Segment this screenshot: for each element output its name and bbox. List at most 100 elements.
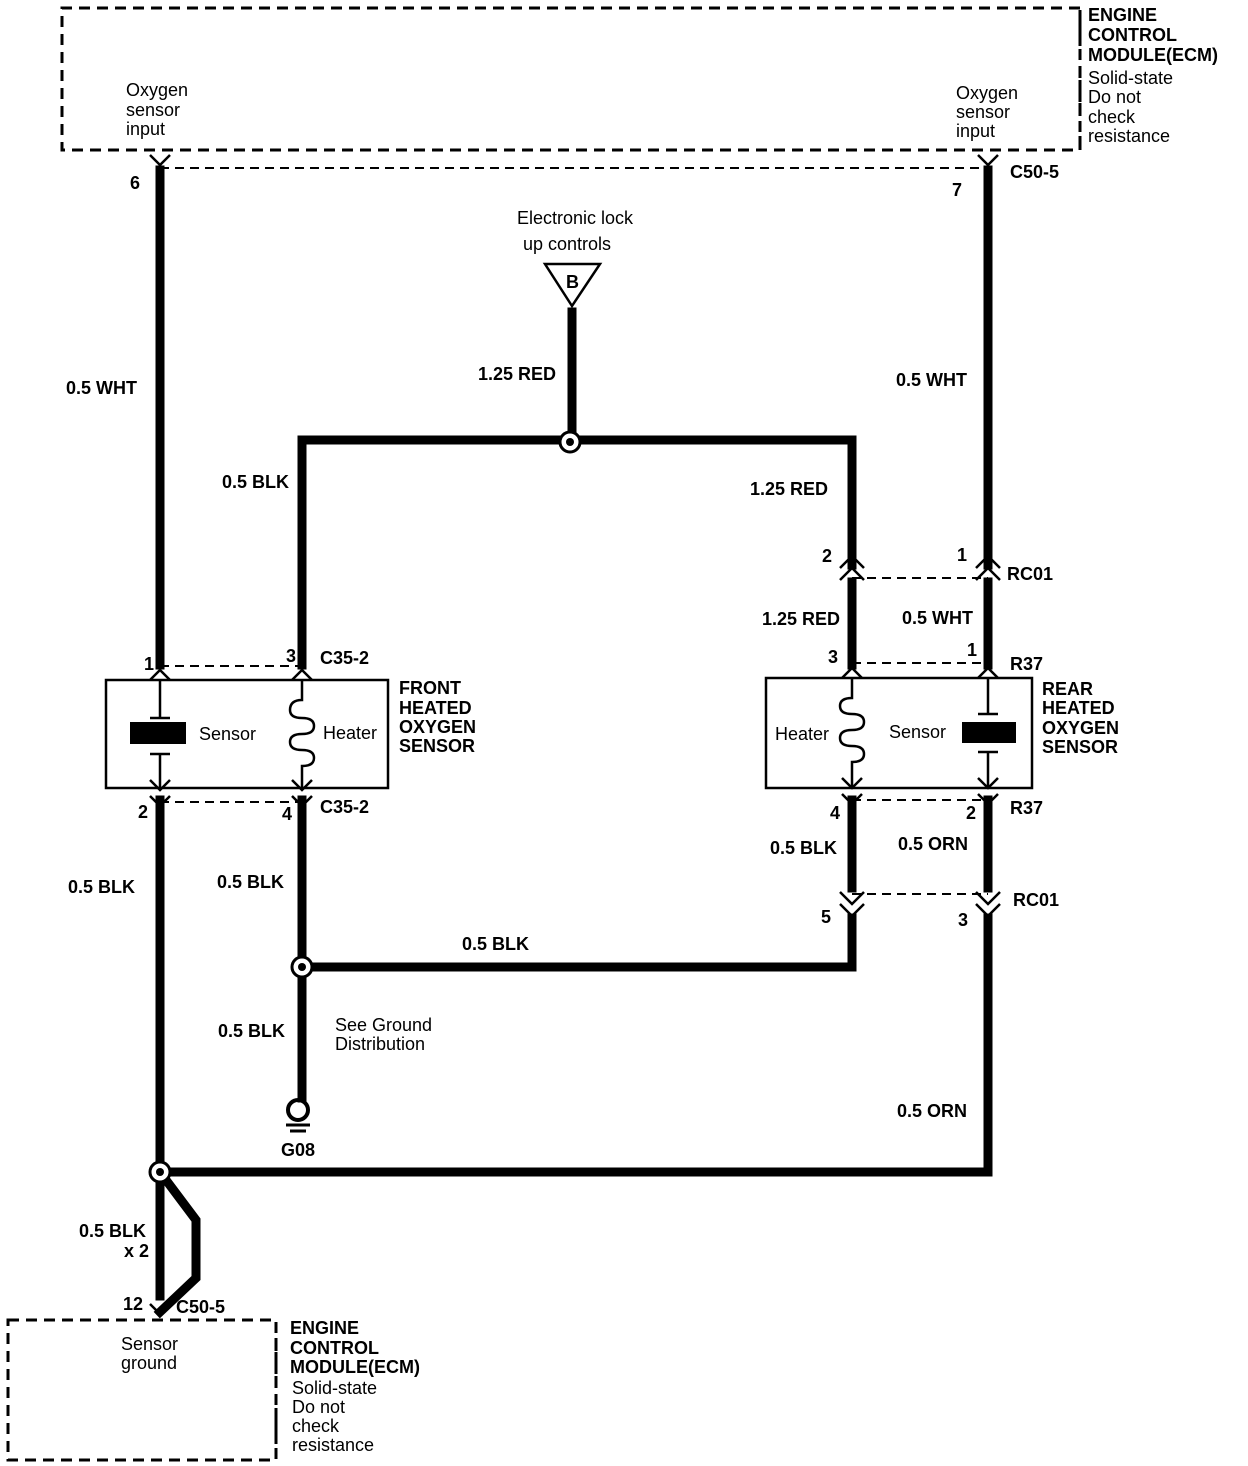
rc01-top-pin-2: 2 (822, 546, 832, 566)
front-sensor-pin-2-terminal (149, 752, 171, 808)
ground-note: See Ground Distribution (335, 1015, 432, 1054)
rear-sensor-connector-top: R37 (1010, 654, 1043, 674)
ecm-bottom-note-line: Do not (292, 1397, 345, 1417)
ecm-bottom-terminal-line: Sensor (121, 1334, 178, 1354)
rear-sensor-pin-4: 4 (830, 803, 840, 823)
rear-sensor-title-line: HEATED (1042, 698, 1115, 718)
front-heater-element (288, 668, 316, 808)
wire-label: 1.25 RED (478, 364, 556, 384)
wire-label: 0.5 WHT (902, 608, 973, 628)
rear-sensor-title: REAR HEATED OXYGEN SENSOR (1042, 679, 1119, 757)
front-sensor-pin-1: 1 (144, 654, 154, 674)
rear-sensor-connector-bottom: R37 (1010, 798, 1043, 818)
front-sensor-pin-3: 3 (286, 646, 296, 666)
wire-label: 1.25 RED (750, 479, 828, 499)
rear-sensor-pin-1: 1 (967, 640, 977, 660)
wire-twisted-pair (153, 1165, 201, 1319)
front-sensor-pin-4: 4 (282, 804, 292, 824)
wire-label: 0.5 ORN (898, 834, 968, 854)
ecm-top-title-line: CONTROL (1088, 25, 1177, 45)
front-sensor-title: FRONT HEATED OXYGEN SENSOR (399, 678, 476, 756)
rear-heater-label: Heater (775, 724, 829, 744)
ecm-top-left-input-line: sensor (126, 100, 180, 120)
front-heater-label: Heater (323, 723, 377, 743)
ecm-bottom-note-line: Solid-state (292, 1378, 377, 1398)
ecm-top-title: ENGINE CONTROL MODULE(ECM) (1088, 5, 1218, 65)
rc01-top-connector-id: RC01 (1007, 564, 1053, 584)
ecm-top-right-input-line: input (956, 121, 995, 141)
splice-sensor-ground-junction-dot (156, 1168, 164, 1176)
front-sensor-pin-2: 2 (138, 802, 148, 822)
ecm-top-left-input-label: Oxygen sensor input (126, 80, 188, 139)
ecm-top-note-line: resistance (1088, 126, 1170, 146)
ground-symbol-icon (286, 1098, 310, 1122)
ecm-top-pin-6-terminal (149, 154, 171, 167)
rear-sensor-title-line: OXYGEN (1042, 718, 1119, 738)
splice-red-junction-dot (566, 438, 574, 446)
wire-ground-crossover (297, 913, 857, 972)
wire-label: 0.5 WHT (896, 370, 967, 390)
wire-label: 0.5 BLK (217, 872, 284, 892)
ecm-top-outline (60, 6, 1082, 152)
wire-label: 0.5 BLK (222, 472, 289, 492)
ecm-top-pin-6: 6 (130, 173, 140, 193)
ecm-bottom-note-line: check (292, 1416, 340, 1436)
wire-label: 0.5 ORN (897, 1101, 967, 1121)
ground-note-line: See Ground (335, 1015, 432, 1035)
wire-label-twisted: 0.5 BLK (79, 1221, 146, 1241)
rear-sensor-pin-2-terminal (977, 750, 999, 806)
ground-symbol-bars (286, 1123, 310, 1133)
rc01-bottom-connector-id: RC01 (1013, 890, 1059, 910)
front-sensor-connector-bottom: C35-2 (320, 797, 369, 817)
splice-ground-junction-dot (298, 963, 306, 971)
rc01-top-pin-1-terminal (975, 554, 1001, 581)
ecm-top-note-line: check (1088, 107, 1136, 127)
ecm-top-pin-7: 7 (952, 180, 962, 200)
ecm-top-connector-id: C50-5 (1010, 162, 1059, 182)
rear-sensor-title-line: SENSOR (1042, 737, 1118, 757)
rear-sensor-pin-3: 3 (828, 647, 838, 667)
ecm-top-note-line: Do not (1088, 87, 1141, 107)
front-sensor-title-line: SENSOR (399, 736, 475, 756)
power-source-label: Electronic lock up controls (517, 208, 634, 254)
front-sensor-title-line: HEATED (399, 698, 472, 718)
wire-heater-bus (297, 435, 857, 670)
ecm-bottom-connector-id: C50-5 (176, 1297, 225, 1317)
ecm-top-note-line: Solid-state (1088, 68, 1173, 88)
ecm-bottom-terminal-label: Sensor ground (121, 1334, 178, 1373)
ground-id: G08 (281, 1140, 315, 1160)
ecm-bottom-title-line: MODULE(ECM) (290, 1357, 420, 1377)
ecm-bottom-terminal-line: ground (121, 1353, 177, 1373)
front-sensor-title-line: FRONT (399, 678, 461, 698)
ecm-bottom-title-line: CONTROL (290, 1338, 379, 1358)
rear-sensor-pin-2: 2 (966, 803, 976, 823)
ecm-bottom-note-line: resistance (292, 1435, 374, 1455)
power-source-label-line: Electronic lock (517, 208, 634, 228)
wire-label: 1.25 RED (762, 609, 840, 629)
power-source-label-line: up controls (523, 234, 611, 254)
rear-sensor-element (962, 722, 1016, 743)
rc01-top-pin-1: 1 (957, 545, 967, 565)
wire-label: 0.5 BLK (68, 877, 135, 897)
ecm-top-title-line: ENGINE (1088, 5, 1157, 25)
ecm-top-left-input-line: input (126, 119, 165, 139)
ecm-bottom-pin-12-terminal (149, 1303, 171, 1316)
ecm-top-right-input-line: Oxygen (956, 83, 1018, 103)
wire-label: 0.5 BLK (462, 934, 529, 954)
rear-sensor-label: Sensor (889, 722, 946, 742)
ecm-top-note: Solid-state Do not check resistance (1088, 68, 1173, 146)
ecm-top-title-line: MODULE(ECM) (1088, 45, 1218, 65)
ecm-bottom-title: ENGINE CONTROL MODULE(ECM) (290, 1318, 420, 1377)
ecm-top-right-input-line: sensor (956, 102, 1010, 122)
wire-label: 0.5 BLK (770, 838, 837, 858)
rc01-bottom-pin-5-terminal (839, 891, 865, 918)
ecm-top-right-input-label: Oxygen sensor input (956, 83, 1018, 141)
rear-sensor-pin-1-terminal (977, 666, 999, 716)
power-source-triangle (542, 262, 603, 309)
front-sensor-element (130, 722, 186, 744)
rc01-top-pin-2-terminal (839, 554, 865, 581)
front-sensor-title-line: OXYGEN (399, 717, 476, 737)
rear-sensor-title-line: REAR (1042, 679, 1093, 699)
ground-note-line: Distribution (335, 1034, 425, 1054)
